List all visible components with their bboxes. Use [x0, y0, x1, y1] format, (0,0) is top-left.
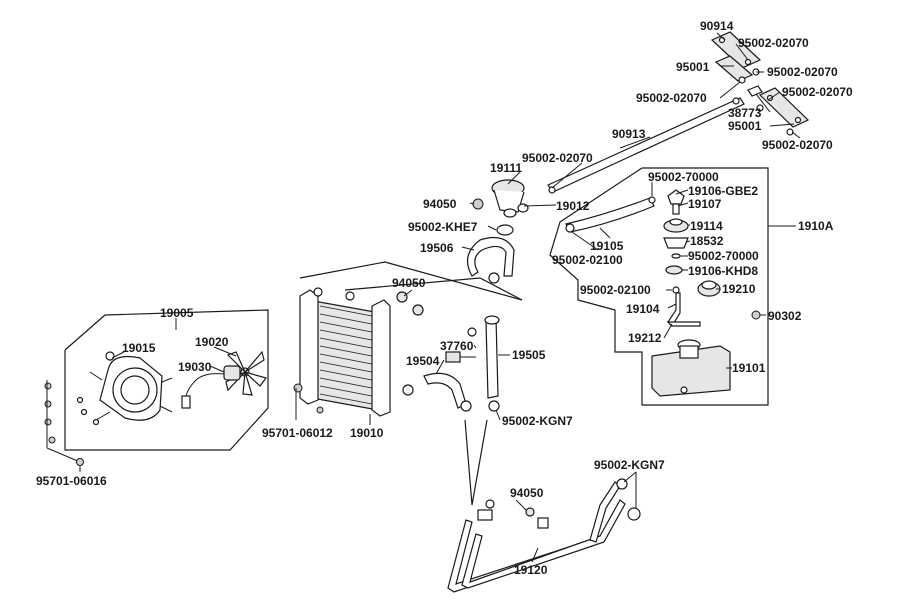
callout-19212: 19212 — [628, 331, 662, 345]
callout-90914: 90914 — [700, 19, 734, 33]
clamps-95002-02070-upper — [738, 68, 794, 136]
hose-90913 — [547, 97, 745, 194]
callout-37760: 37760 — [440, 339, 474, 353]
callout-19005: 19005 — [160, 306, 194, 320]
cap-parts-19106-19107 — [667, 189, 685, 215]
callout-labels: 90914 95002-02070 95001 95002-02070 9500… — [36, 19, 853, 577]
reservoir-group-outline — [549, 167, 769, 406]
callout-19114: 19114 — [690, 219, 723, 233]
clip-38773 — [747, 85, 763, 97]
callout-19111: 19111 — [490, 161, 522, 175]
nut-94050-top — [472, 198, 484, 210]
callout-95002-02070: 95002-02070 — [762, 138, 833, 152]
bracket-95001-upper — [714, 55, 754, 82]
pipe-19120 — [447, 481, 626, 593]
callout-95002-kgn7: 95002-KGN7 — [502, 414, 573, 428]
callout-19105: 19105 — [590, 239, 624, 253]
callout-95002-02070: 95002-02070 — [522, 151, 593, 165]
callout-19010: 19010 — [350, 426, 384, 440]
hose-19105 — [565, 196, 656, 233]
fan-shroud-19015 — [89, 351, 173, 421]
callout-94050: 94050 — [392, 276, 426, 290]
callout-95002-02100: 95002-02100 — [580, 283, 651, 297]
callout-95002-70000: 95002-70000 — [688, 249, 759, 263]
callout-95002-khe7: 95002-KHE7 — [408, 220, 478, 234]
filler-neck-19111 — [491, 179, 529, 218]
callout-19506: 19506 — [420, 241, 454, 255]
bracket-18532 — [663, 237, 689, 249]
radiator-group-lines — [299, 261, 523, 301]
hose-19505 — [467, 315, 500, 399]
callout-19012: 19012 — [556, 199, 590, 213]
fan-group-outline — [64, 309, 269, 451]
callout-95002-02100: 95002-02100 — [552, 253, 623, 267]
callout-1910a: 1910A — [798, 219, 834, 233]
callout-19107: 19107 — [688, 197, 722, 211]
hose-19506 — [466, 224, 515, 284]
callout-19106-gbe2: 19106-GBE2 — [688, 184, 758, 198]
callout-90302: 90302 — [768, 309, 802, 323]
cap-19210 — [697, 280, 721, 297]
callout-95701-06012: 95701-06012 — [262, 426, 333, 440]
callout-95701-06016: 95701-06016 — [36, 474, 107, 488]
callout-19104: 19104 — [626, 302, 660, 316]
seal-19106-khd8 — [665, 265, 683, 275]
cap-19114 — [663, 218, 689, 233]
callout-95002-02070: 95002-02070 — [767, 65, 838, 79]
callout-19015: 19015 — [122, 341, 156, 355]
callout-95002-02070: 95002-02070 — [738, 36, 809, 50]
callout-19030: 19030 — [178, 360, 212, 374]
tube-19104-19212 — [666, 292, 701, 327]
callout-95001: 95001 — [728, 119, 762, 133]
callout-38773: 38773 — [728, 106, 762, 120]
callout-94050: 94050 — [510, 486, 544, 500]
callout-18532: 18532 — [690, 234, 724, 248]
radiator-group-line-2 — [344, 277, 523, 301]
callout-90913: 90913 — [612, 127, 646, 141]
callout-95002-02070: 95002-02070 — [636, 91, 707, 105]
pipe-group-lines — [464, 419, 488, 506]
callout-19106-khd8: 19106-KHD8 — [688, 264, 758, 278]
callout-19120: 19120 — [514, 563, 548, 577]
leader-lines — [79, 32, 801, 563]
screw-90302 — [751, 310, 761, 320]
reservoir-tank-19101 — [651, 339, 731, 397]
callout-95002-kgn7: 95002-KGN7 — [594, 458, 665, 472]
nut-94050-mid — [396, 291, 424, 316]
fan-bolts — [44, 380, 100, 466]
callout-19505: 19505 — [512, 348, 546, 362]
fan-motor-19030 — [181, 365, 241, 409]
radiator-19010 — [299, 287, 391, 417]
callout-95001: 95001 — [676, 60, 710, 74]
clamps-95002-kgn7-lower — [616, 478, 641, 521]
hose-19504 — [402, 372, 500, 412]
callout-19101: 19101 — [732, 361, 766, 375]
callout-19020: 19020 — [195, 335, 229, 349]
callout-94050: 94050 — [423, 197, 457, 211]
callout-19210: 19210 — [722, 282, 756, 296]
callout-95002-02070: 95002-02070 — [782, 85, 853, 99]
thermo-switch-37760 — [445, 351, 476, 363]
clip-95002-02100 — [672, 286, 680, 294]
callout-95002-70000: 95002-70000 — [648, 170, 719, 184]
clip-95002-70000 — [671, 253, 681, 259]
callout-19504: 19504 — [406, 354, 440, 368]
